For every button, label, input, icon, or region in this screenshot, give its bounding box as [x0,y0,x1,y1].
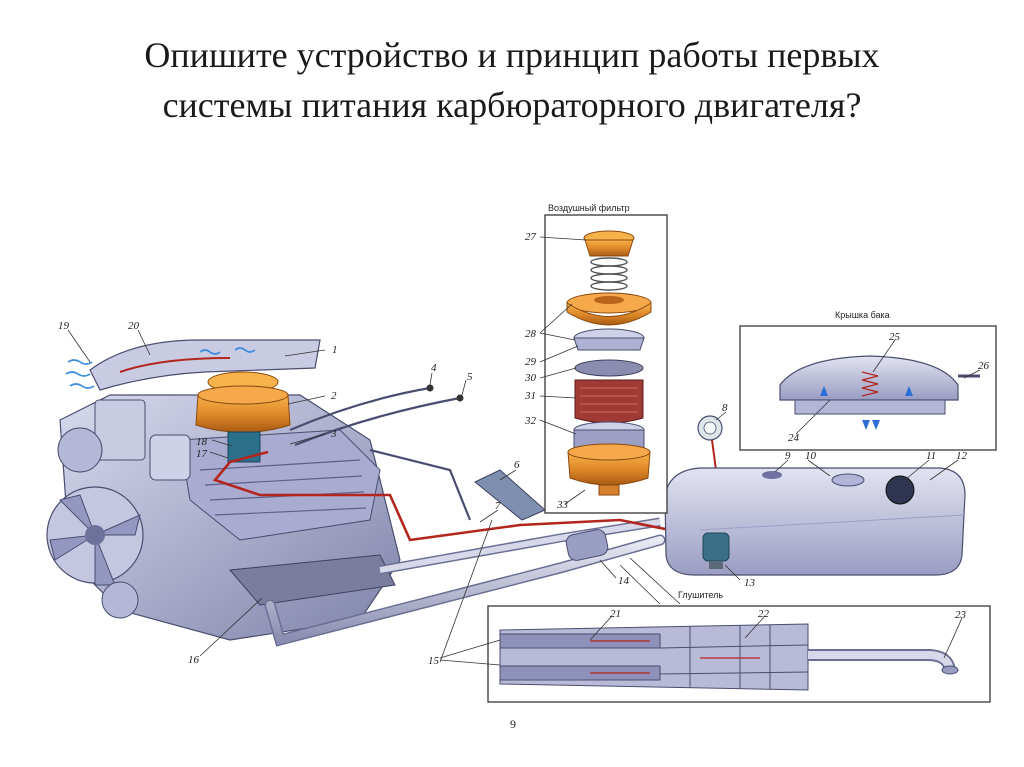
callout-4: 4 [431,362,437,374]
callout-17: 17 [196,448,208,460]
callout-26: 26 [978,360,990,372]
callout-9: 9 [785,450,791,462]
callout-20: 20 [128,320,140,332]
fuel-tank [664,467,966,576]
inset-caption-muffler: Глушитель [678,590,723,600]
engine [46,394,401,641]
inset-caption-air-filter: Воздушный фильтр [548,203,630,213]
muffler-inset: Глушитель [487,590,991,703]
callout-14: 14 [618,575,630,587]
callout-12: 12 [956,450,968,462]
callout-27: 27 [525,231,537,243]
callout-31: 31 [524,390,536,402]
callout-13: 13 [744,577,756,589]
air-filter-inset: Воздушный фильтр [544,203,668,514]
callout-28: 28 [525,328,537,340]
callout-22: 22 [758,608,770,620]
callout-2: 2 [331,390,337,402]
callout-33: 33 [556,499,569,511]
callout-5: 5 [467,371,473,383]
title-line-2: системы питания карбюраторного двигателя… [162,85,862,125]
title-line-1: Опишите устройство и принцип работы перв… [144,35,880,75]
air-filter-on-engine [195,371,291,463]
exhaust-pipe [264,517,666,647]
inset-connectors [619,557,681,605]
callout-24: 24 [788,432,800,444]
page-number: 9 [510,717,516,731]
control-rods [289,386,461,447]
fan-icon [46,486,144,586]
callout-labels: 1 2 3 4 5 6 7 8 9 10 11 12 13 14 15 16 1… [58,231,990,667]
callout-6: 6 [514,459,520,471]
air-intake [65,339,321,391]
callout-7: 7 [495,500,501,512]
callout-18: 18 [196,436,208,448]
callout-29: 29 [525,356,537,368]
inset-caption-tank-cap: Крышка бака [835,310,890,320]
callout-19: 19 [58,320,70,332]
callout-11: 11 [926,450,936,462]
callout-23: 23 [955,609,967,621]
callout-32: 32 [524,415,537,427]
callout-25: 25 [889,331,901,343]
leader-lines [67,236,981,666]
fuel-filter-13 [702,532,730,569]
callout-21: 21 [610,608,621,620]
callout-10: 10 [805,450,817,462]
tank-cap-inset: Крышка бака [739,310,997,451]
callout-15: 15 [428,655,440,667]
callout-16: 16 [188,654,200,666]
callout-8: 8 [722,402,728,414]
callout-30: 30 [524,372,537,384]
slide-title: Опишите устройство и принцип работы перв… [0,30,1024,130]
callout-1: 1 [332,344,338,356]
callout-3: 3 [330,428,337,440]
